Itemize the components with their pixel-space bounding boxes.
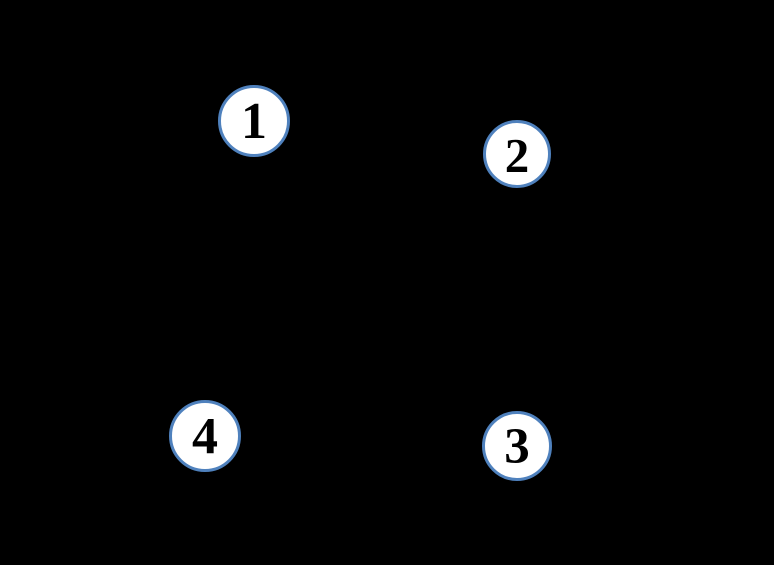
graph-node-3: 3 [482,411,552,481]
graph-node-4-label: 4 [192,408,218,465]
graph-node-2-label: 2 [504,127,530,183]
graph-node-2: 2 [483,120,551,188]
graph-node-4: 4 [169,400,241,472]
graph-node-1: 1 [218,85,290,157]
graph-node-3-label: 3 [504,418,530,475]
graph-node-1-label: 1 [241,93,267,150]
